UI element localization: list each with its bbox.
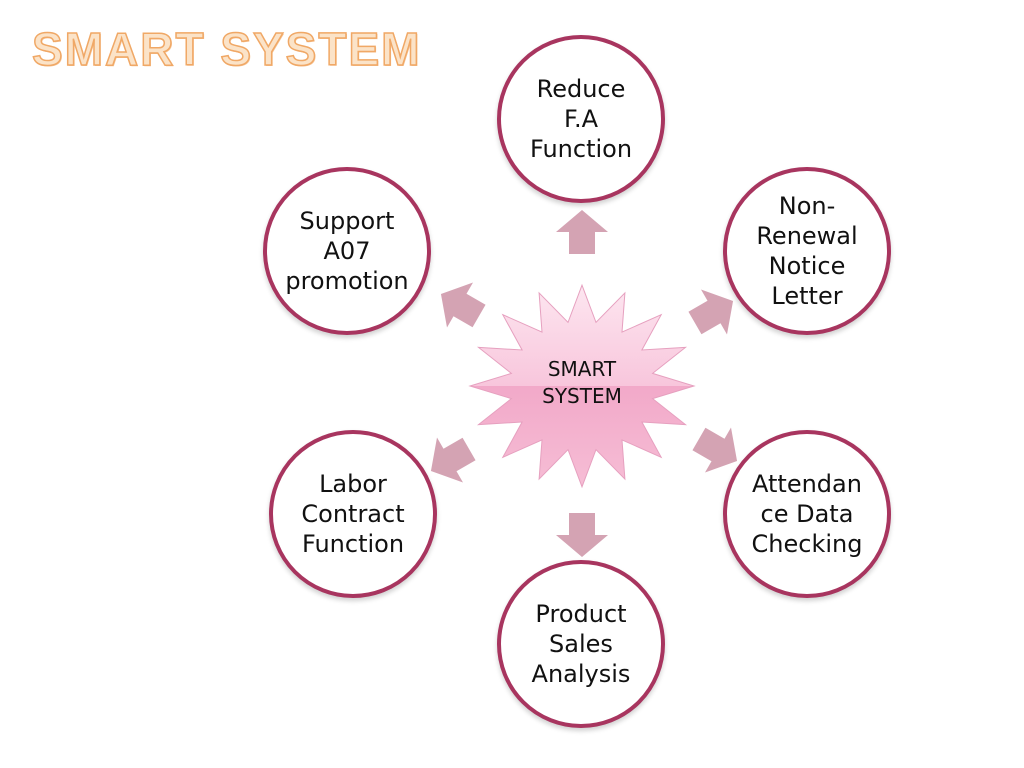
node-reduce-fa-function: Reduce F.A Function	[497, 35, 665, 203]
node-label: Non- Renewal Notice Letter	[756, 192, 858, 310]
arrow-to-upper-right	[688, 289, 734, 335]
center-star-shape	[468, 283, 696, 489]
arrow-to-lower-right	[692, 427, 738, 473]
arrow-to-upper-left	[440, 282, 486, 328]
node-labor-contract-function: Labor Contract Function	[269, 430, 437, 598]
node-label: Attendan ce Data Checking	[751, 470, 863, 558]
center-label: SMART SYSTEM	[542, 357, 622, 408]
slide-title: SMART SYSTEM	[31, 23, 422, 75]
node-support-a07-promotion: Support A07 promotion	[263, 167, 431, 335]
node-attendance-data-checking: Attendan ce Data Checking	[723, 430, 891, 598]
node-non-renewal-notice-letter: Non- Renewal Notice Letter	[723, 167, 891, 335]
arrow-to-lower-left	[430, 437, 476, 483]
arrow-to-top	[556, 210, 608, 254]
node-label: Labor Contract Function	[301, 470, 405, 558]
node-label: Reduce F.A Function	[529, 75, 633, 163]
node-product-sales-analysis: Product Sales Analysis	[497, 560, 665, 728]
arrow-to-bottom	[556, 513, 608, 557]
node-label: Support A07 promotion	[285, 207, 409, 295]
node-label: Product Sales Analysis	[531, 600, 631, 688]
connector-arrows	[430, 210, 738, 557]
